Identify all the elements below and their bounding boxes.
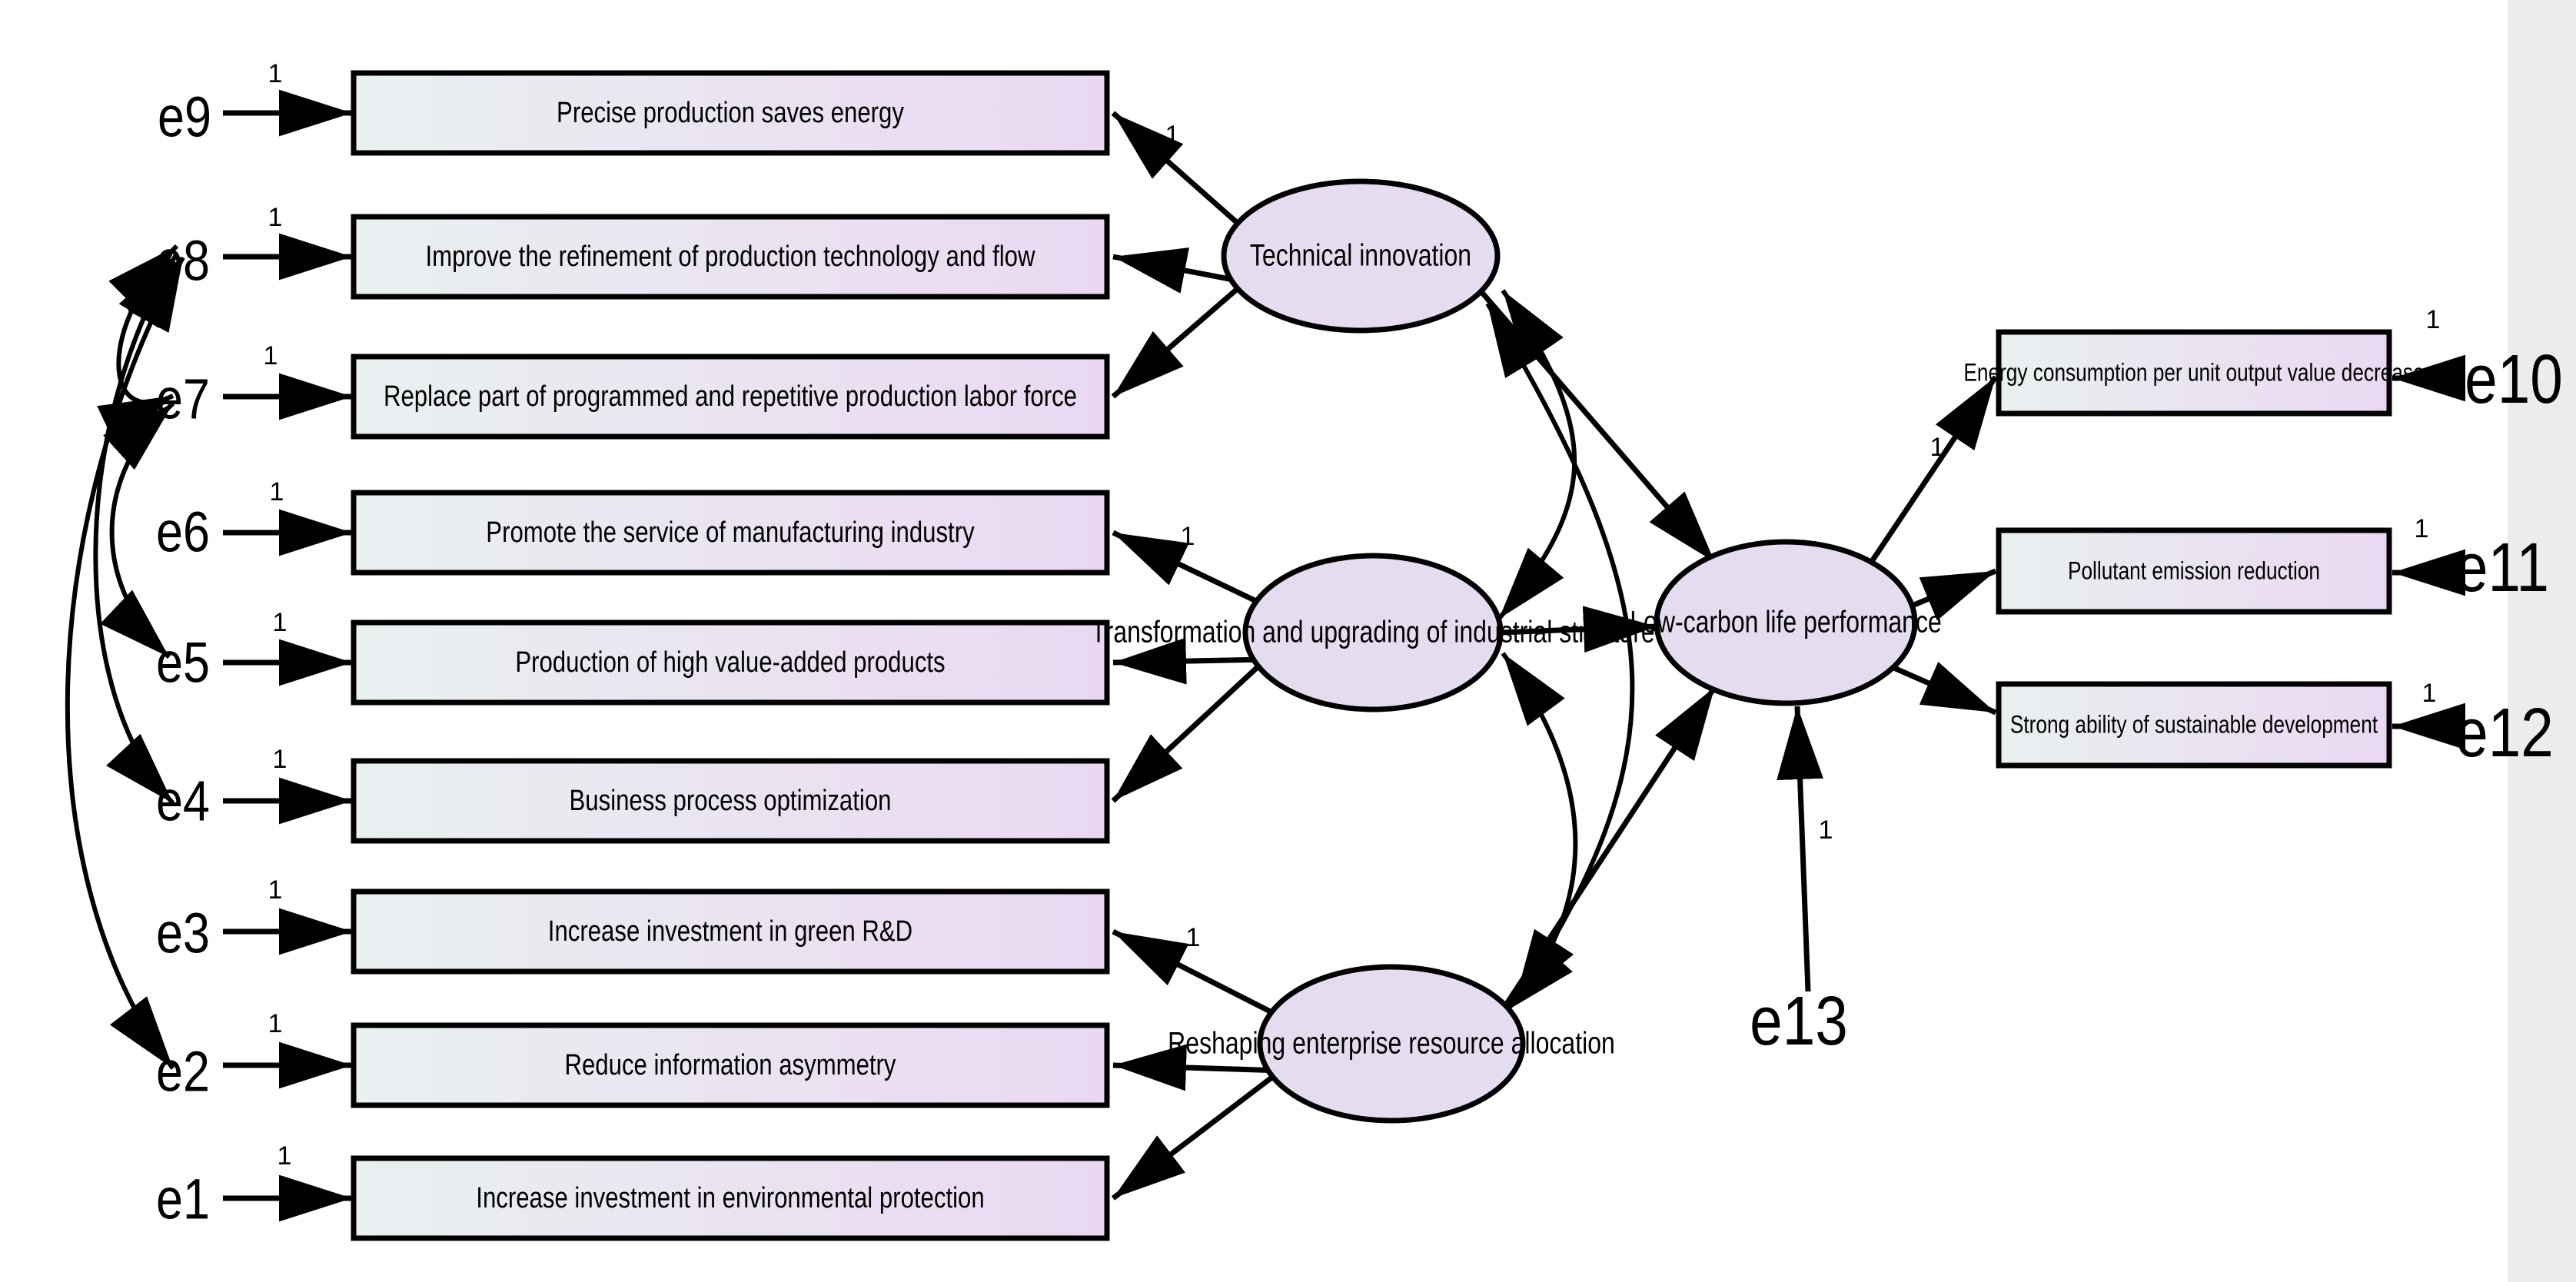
arrow-l1-to-b3 bbox=[1111, 280, 1248, 399]
arrow-l1-to-l4 bbox=[1474, 284, 1717, 564]
latent-label-l1: Technical innovation bbox=[1250, 237, 1471, 272]
error-label-e5: e5 bbox=[156, 631, 210, 695]
indicator-label-b6: Business process optimization bbox=[570, 785, 892, 817]
indicator-label-b3: Replace part of programmed and repetitiv… bbox=[384, 380, 1077, 413]
arrow-l3-to-l4 bbox=[1501, 686, 1717, 1011]
path-coefficient-label: 1 bbox=[273, 608, 288, 637]
indicator-box-b5 bbox=[351, 619, 1110, 706]
error-label-e7: e7 bbox=[156, 367, 210, 431]
arrow-e13-to-l4 bbox=[1777, 706, 1823, 992]
error-label-e8: e8 bbox=[156, 229, 210, 293]
latent-label-l2: Transformation and upgrading of industri… bbox=[1091, 614, 1654, 649]
indicator-box-b7 bbox=[351, 888, 1110, 975]
error-label-e9: e9 bbox=[158, 85, 211, 149]
side-scroll-strip bbox=[2508, 0, 2576, 1282]
error-label-e3: e3 bbox=[156, 902, 210, 965]
indicator-label-b5: Production of high value-added products bbox=[515, 646, 945, 679]
indicator-box-b8 bbox=[351, 1022, 1110, 1108]
error-label-e2: e2 bbox=[156, 1040, 210, 1104]
arrow-l2-to-b6 bbox=[1111, 657, 1268, 803]
path-coefficient-label: 1 bbox=[273, 745, 288, 774]
error-label-e13: e13 bbox=[1750, 981, 1848, 1059]
path-coefficient-label: 1 bbox=[1165, 121, 1180, 150]
latent-ellipse-l2 bbox=[1242, 553, 1504, 712]
indicator-label-b8: Reduce information asymmetry bbox=[564, 1049, 896, 1081]
path-coefficient-label: 1 bbox=[278, 1141, 292, 1171]
indicator-label-b9: Increase investment in environmental pro… bbox=[476, 1182, 984, 1214]
indicator-box-b2 bbox=[351, 214, 1110, 300]
path-coefficient-label: 1 bbox=[1930, 433, 1945, 462]
arrow-l4-to-r1 bbox=[1860, 375, 1998, 576]
indicator-boxes-layer bbox=[351, 70, 2392, 1241]
path-coefficient-label: 1 bbox=[2422, 679, 2437, 708]
indicator-box-b4 bbox=[351, 490, 1110, 576]
arrow-l1-to-b2 bbox=[1112, 247, 1246, 294]
covariance-e8-e2 bbox=[65, 256, 185, 1070]
indicator-box-r1 bbox=[1996, 329, 2392, 417]
arrow-l2-to-b5 bbox=[1112, 637, 1266, 685]
indicator-label-b2: Improve the refinement of production tec… bbox=[426, 241, 1036, 273]
arrow-l3-to-b9 bbox=[1111, 1068, 1283, 1201]
arrow-l3-to-b8 bbox=[1112, 1044, 1281, 1091]
arrow-l2-to-b4 bbox=[1112, 530, 1268, 609]
path-coefficient-label: 1 bbox=[268, 59, 283, 88]
latent-ellipse-l3 bbox=[1257, 964, 1526, 1124]
indicator-box-b1 bbox=[351, 70, 1110, 156]
path-coefficient-label: 1 bbox=[268, 1009, 283, 1038]
indicator-label-r1: Energy consumption per unit output value… bbox=[1963, 360, 2424, 387]
path-coefficient-label: 1 bbox=[2415, 514, 2429, 543]
path-coefficient-label: 1 bbox=[1186, 923, 1201, 952]
arrow-l4-to-r2 bbox=[1907, 568, 1997, 621]
indicator-label-r3: Strong ability of sustainable developmen… bbox=[2010, 712, 2378, 739]
arrow-l4-to-r3 bbox=[1881, 660, 1997, 716]
path-arrows-layer bbox=[65, 89, 2465, 1222]
path-coefficient-label: 1 bbox=[1819, 815, 1833, 845]
error-label-e10: e10 bbox=[2465, 340, 2563, 417]
path-coefficient-label: 1 bbox=[270, 477, 284, 506]
indicator-box-b9 bbox=[351, 1155, 1110, 1241]
path-coefficient-label: 1 bbox=[268, 203, 283, 232]
covariance-l1-l3 bbox=[1485, 302, 1635, 1005]
latent-ellipse-l4 bbox=[1654, 539, 1918, 706]
path-coefficient-label: 1 bbox=[268, 875, 283, 905]
indicator-box-r3 bbox=[1996, 681, 2392, 769]
latent-label-l3: Reshaping enterprise resource allocation bbox=[1168, 1025, 1615, 1060]
path-coefficient-label: 1 bbox=[264, 341, 278, 370]
arrow-l3-to-b7 bbox=[1112, 928, 1282, 1020]
latent-ellipse-l1 bbox=[1221, 178, 1501, 334]
error-label-e1: e1 bbox=[156, 1167, 210, 1231]
indicator-box-r2 bbox=[1996, 527, 2392, 615]
path-coefficient-label: 1 bbox=[2426, 305, 2441, 334]
indicator-label-b7: Increase investment in green R&D bbox=[548, 915, 912, 948]
latent-ellipses-layer bbox=[1221, 178, 1918, 1124]
indicator-label-b1: Precise production saves energy bbox=[557, 97, 904, 129]
indicator-label-r2: Pollutant emission reduction bbox=[2068, 558, 2320, 585]
error-label-e12: e12 bbox=[2455, 693, 2554, 771]
arrow-l1-to-b1 bbox=[1111, 111, 1248, 232]
indicator-box-b6 bbox=[351, 758, 1110, 844]
error-label-e6: e6 bbox=[156, 500, 210, 564]
error-label-e11: e11 bbox=[2455, 528, 2549, 606]
path-coefficient-label: 1 bbox=[1181, 522, 1195, 551]
latent-label-l4: Low-carbon life performance bbox=[1630, 604, 1942, 639]
error-label-e4: e4 bbox=[156, 769, 210, 833]
covariance-l2-l3 bbox=[1501, 652, 1578, 1012]
indicator-box-b3 bbox=[351, 354, 1110, 440]
indicator-label-b4: Promote the service of manufacturing ind… bbox=[486, 516, 975, 549]
